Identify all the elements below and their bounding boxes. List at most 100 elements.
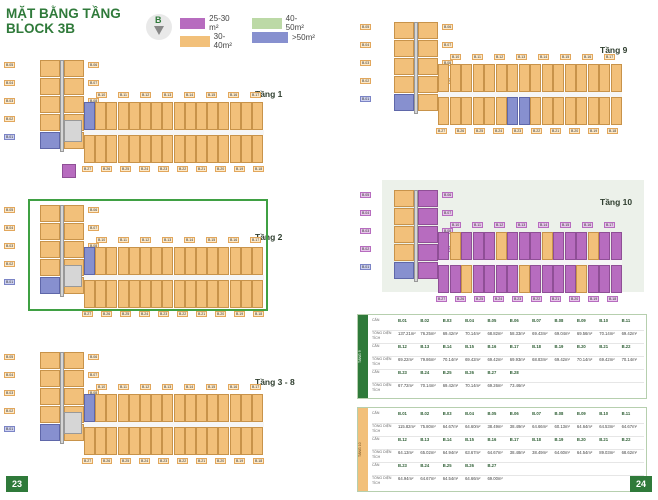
unit-top-row [507,64,518,92]
floor-title-10: Tầng 10 [600,197,633,207]
unit-bottom-row [117,135,129,163]
unit-inner-wing [64,205,84,222]
unit-label: B.07 [88,372,100,378]
unit-top-row [128,394,140,422]
unit-label: B.05 [360,192,372,198]
unit-left-wing [40,277,60,294]
floor-title-1: Tầng 1 [255,89,283,99]
unit-label: B.21 [550,296,562,302]
table-cell: B.23 [398,370,407,375]
table-row-label: TỔNG DIỆN TÍCH [372,331,392,340]
unit-top-row [252,102,263,130]
unit-top-row [84,247,95,275]
unit-bottom-row [472,97,484,125]
unit-label: B.17 [250,92,262,98]
unit-label: B.13 [162,384,174,390]
table-cell: B.24 [420,370,430,375]
table-cell: B.06 [509,411,519,416]
unit-left-wing [40,370,60,387]
unit-bottom-row [162,135,174,163]
legend-item-4: >50m² [252,32,315,43]
unit-top-row [162,102,174,130]
unit-label: B.26 [455,296,467,302]
table-cell: 64.53m² [599,424,615,429]
unit-top-row [541,232,553,260]
table-cell: B.03 [442,411,452,416]
unit-bottom-row [117,280,129,308]
table-cell: B.09 [576,318,586,323]
unit-inner-wing [418,40,438,57]
unit-top-row [530,64,541,92]
corridor [414,190,418,282]
table-cell: B.11 [621,411,631,416]
unit-top-row [252,247,263,275]
table-cell [622,370,644,375]
unit-label: B.04 [4,80,16,86]
unit-label: B.10 [450,54,462,60]
unit-label: B.01 [360,96,372,102]
compass-arrow-icon [154,26,164,35]
unit-top-row [564,64,576,92]
unit-top-row [438,232,449,260]
unit-top-row [117,394,129,422]
unit-label: B.18 [607,128,619,134]
unit-top-row [173,247,185,275]
unit-top-row [106,247,118,275]
unit-left-wing [394,208,414,225]
table-cell: B.28 [509,370,519,375]
unit-inner-wing [64,96,84,113]
title-line-1: MẶT BẰNG TẦNG [6,6,121,21]
unit-bottom-row [252,280,263,308]
table-cell: B.27 [487,463,497,468]
table-cell: 64.94m² [442,450,459,455]
unit-label: B.19 [588,128,600,134]
unit-label: B.06 [88,354,100,360]
unit-inner-wing [418,244,438,261]
unit-inner-wing [418,76,438,93]
table-cell [577,463,599,468]
unit-label: B.27 [82,458,94,464]
table-cell [599,370,621,375]
table-cell: B.19 [554,437,564,442]
table-cell: 69.42m² [487,357,503,362]
title-line-2: BLOCK 3B [6,21,76,36]
table-cell: B.04 [465,318,474,323]
unit-top-row [95,102,107,130]
unit-top-row [95,247,107,275]
unit-top-row [495,232,507,260]
table-cell [555,370,577,375]
unit-bottom-row [610,97,622,125]
unit-inner-wing [64,388,84,405]
unit-label: B.16 [582,54,594,60]
unit-top-row [240,247,252,275]
corridor-horizontal [438,92,622,97]
table-cell: 63.67m² [465,450,481,455]
unit-label: B.22 [177,458,189,464]
unit-top-row [461,232,472,260]
unit-bottom-row [173,427,185,455]
unit-top-row [530,232,541,260]
unit-left-wing [40,259,60,276]
unit-top-row [173,102,185,130]
unit-top-row [553,232,564,260]
table-cell: B.18 [532,437,542,442]
table-cell [555,476,577,481]
unit-inner-wing [64,78,84,95]
unit-bottom-row [84,135,95,163]
unit-label: B.19 [234,311,246,317]
unit-inner-wing [418,226,438,243]
table-cell: 64.66m² [465,476,481,481]
unit-left-wing [40,388,60,405]
unit-inner-wing [418,262,438,279]
table-cell [599,383,621,388]
table-cell: 64.67m² [621,424,637,429]
table-cell: B.02 [420,318,430,323]
unit-label: B.13 [162,237,174,243]
unit-label: B.04 [360,210,372,216]
unit-label: B.19 [234,458,246,464]
unit-bottom-row [495,265,507,293]
table-cell: 79.86m² [420,357,436,362]
unit-label: B.05 [4,354,16,360]
unit-label: B.03 [4,390,16,396]
